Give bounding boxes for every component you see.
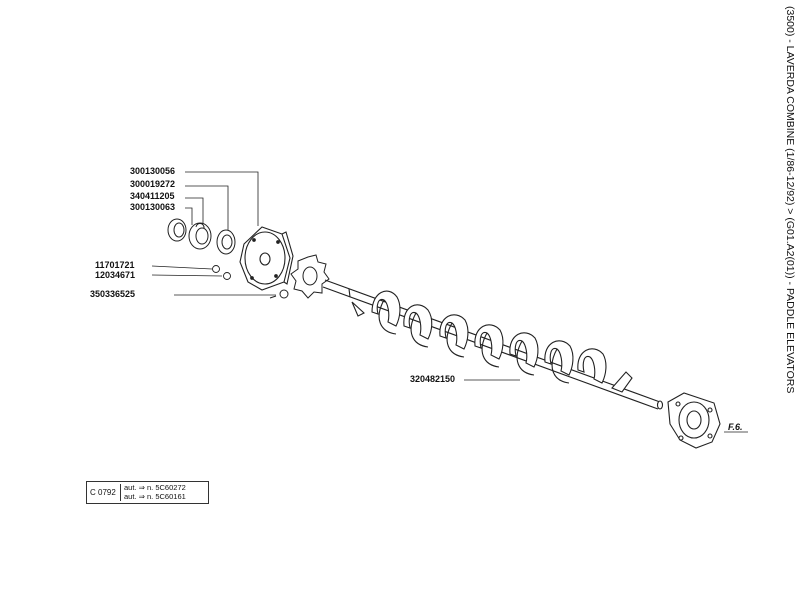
- spacer-ring-drawing: [216, 229, 236, 255]
- part-number-label: 350336525: [90, 289, 135, 299]
- figure-reference-label: F.6.: [728, 422, 743, 432]
- flange-bearing-drawing: [667, 392, 721, 449]
- reference-code: C 0792: [90, 488, 116, 497]
- leader-line-12034671: [151, 274, 223, 277]
- bearing-drawing: [188, 222, 212, 250]
- nut-washer-drawing: [212, 265, 231, 280]
- part-number-label: 300019272: [130, 179, 175, 189]
- arrow-right-icon: ⇒: [138, 483, 145, 492]
- leader-line-11701721: [151, 265, 213, 270]
- part-number-label: 12034671: [95, 270, 135, 280]
- leader-line-300130056: [185, 171, 259, 226]
- reference-prefix: aut.: [124, 492, 137, 501]
- leader-line-340411205: [185, 197, 204, 228]
- part-number-label: 320482150: [410, 374, 455, 384]
- seal-ring-drawing: [167, 218, 187, 242]
- leader-lines: [151, 171, 520, 381]
- sprocket-drawing: [290, 254, 330, 299]
- page-title: (3500) - LAVERDA COMBINE (1/86-12/92) > …: [784, 6, 796, 394]
- bolt-drawing: [269, 289, 289, 299]
- reference-prefix: aut.: [124, 483, 137, 492]
- reference-row: aut. ⇒ n. 5C60272: [124, 483, 186, 492]
- leader-line-300130063: [185, 207, 193, 225]
- part-number-label: 11701721: [95, 260, 135, 270]
- reference-divider: [120, 484, 121, 501]
- bearing-housing-drawing: [239, 226, 294, 291]
- auger-drawing: [322, 279, 664, 410]
- serial-reference-box: C 0792 aut. ⇒ n. 5C60272 aut. ⇒ n. 5C601…: [86, 481, 209, 504]
- leader-line-300019272: [185, 185, 229, 236]
- part-number-label: 300130063: [130, 202, 175, 212]
- part-number-label: 300130056: [130, 166, 175, 176]
- reference-serial: n. 5C60161: [147, 492, 186, 501]
- arrow-right-icon: ⇒: [138, 492, 145, 501]
- reference-row: aut. ⇒ n. 5C60161: [124, 492, 186, 501]
- part-number-label: 340411205: [130, 191, 175, 201]
- reference-serial: n. 5C60272: [147, 483, 186, 492]
